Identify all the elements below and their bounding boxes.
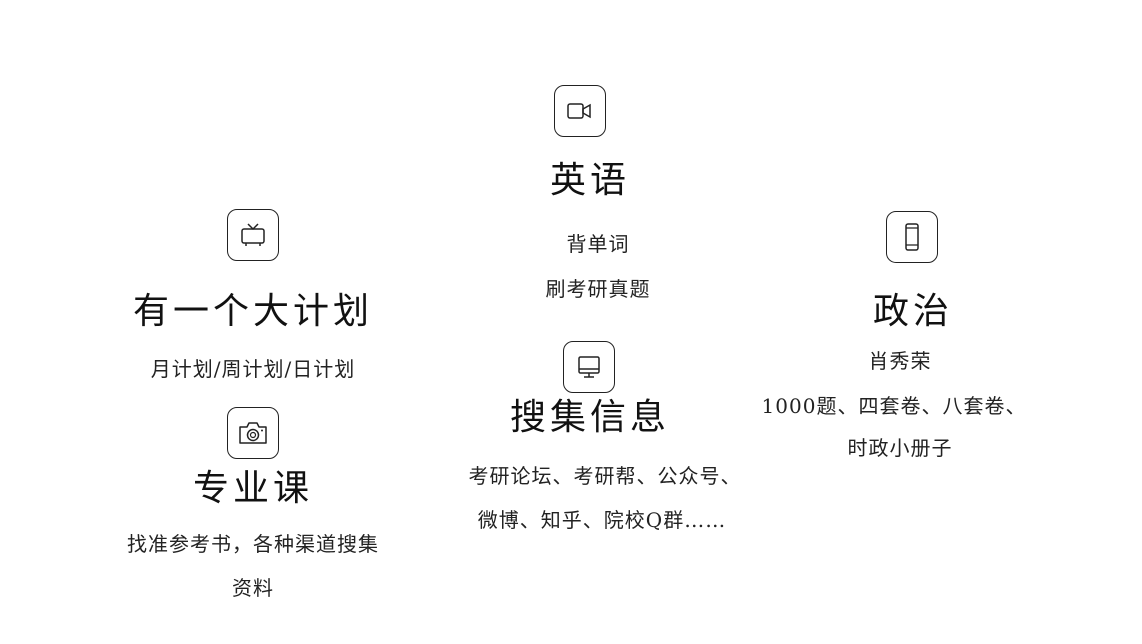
major-line: 找准参考书，各种渠道搜集 bbox=[127, 532, 379, 556]
plan-line: 月计划/周计划/日计划 bbox=[150, 357, 356, 381]
politics-line: 时政小册子 bbox=[847, 436, 953, 460]
monitor-icon bbox=[563, 341, 615, 393]
english-line: 刷考研真题 bbox=[545, 277, 651, 301]
tv-icon bbox=[227, 209, 279, 261]
politics-title: 政治 bbox=[872, 291, 953, 332]
smartphone-icon bbox=[886, 211, 938, 263]
english-title: 英语 bbox=[549, 160, 630, 201]
info-line: 考研论坛、考研帮、公众号、 bbox=[468, 464, 742, 488]
english-line: 背单词 bbox=[566, 232, 630, 256]
politics-line: 1000题、四套卷、八套卷、 bbox=[761, 394, 1027, 418]
camera-icon bbox=[227, 407, 279, 459]
major-title: 专业课 bbox=[192, 468, 313, 509]
info-title: 搜集信息 bbox=[509, 397, 670, 438]
politics-line: 肖秀荣 bbox=[868, 349, 932, 373]
info-line: 微博、知乎、院校Q群…… bbox=[477, 508, 727, 532]
major-line: 资料 bbox=[232, 576, 274, 600]
video-camera-icon bbox=[554, 85, 606, 137]
plan-title: 有一个大计划 bbox=[132, 291, 373, 332]
